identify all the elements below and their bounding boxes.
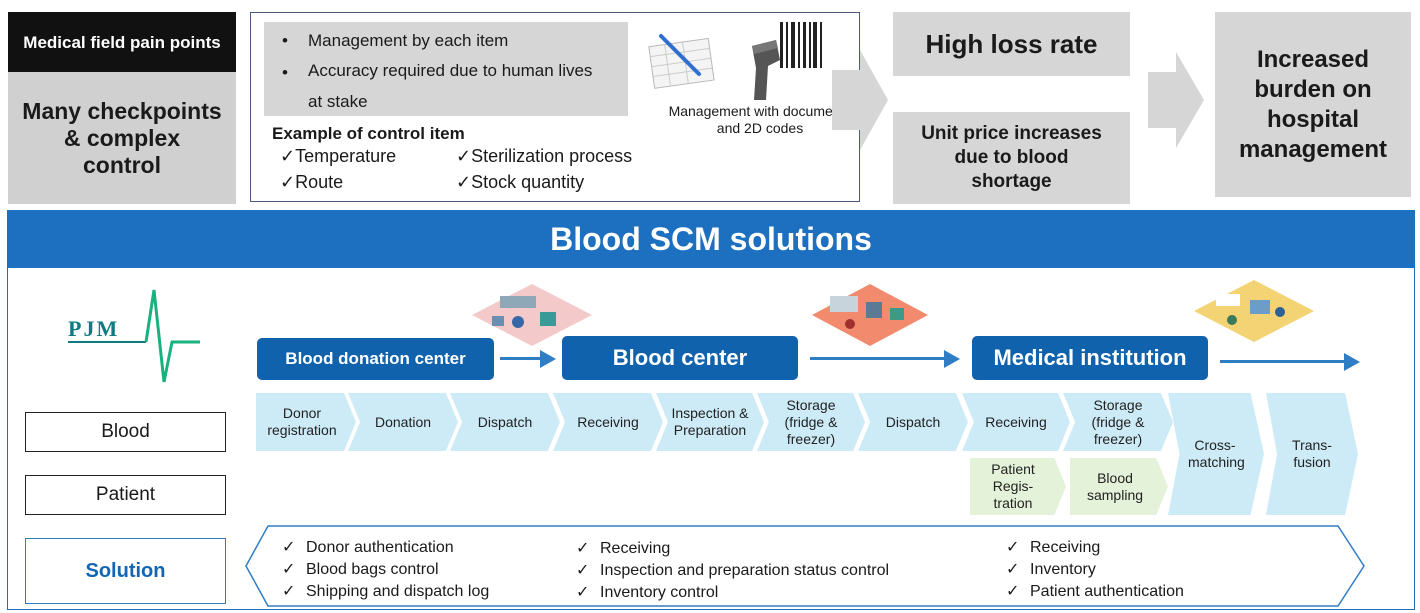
solution-item: ✓Inventory control xyxy=(576,584,719,601)
pain-points-main: Many checkpoints & complex control xyxy=(8,72,236,204)
control-item: ✓Sterilization process xyxy=(456,146,633,166)
step-dispatch: Dispatch xyxy=(858,393,968,451)
solution-item: ✓Donor authentication xyxy=(282,539,454,556)
arrow-head-icon xyxy=(540,350,556,368)
step-transfusion: Trans-fusion xyxy=(1266,393,1358,515)
step-patient-registration: Patient Regis-tration xyxy=(970,458,1066,515)
solution-item: ✓Patient authentication xyxy=(1006,583,1184,600)
row-label-patient: Patient xyxy=(25,475,226,515)
pain-points-header: Medical field pain points xyxy=(8,12,236,72)
solution-column-2: ✓Receiving ✓Inspection and preparation s… xyxy=(570,538,889,604)
management-bullets: •Management by each item •Accuracy requi… xyxy=(264,22,628,116)
step-cross-matching: Cross-matching xyxy=(1168,393,1264,515)
step-inspection-preparation: Inspection & Preparation xyxy=(656,393,764,451)
heartbeat-icon xyxy=(68,289,200,383)
solution-item: ✓Receiving xyxy=(1006,539,1101,556)
solution-item: ✓Shipping and dispatch log xyxy=(282,583,490,600)
step-storage: Storage (fridge & freezer) xyxy=(1063,393,1173,451)
high-loss-rate: High loss rate xyxy=(893,12,1130,76)
unit-price-increase: Unit price increases due to blood shorta… xyxy=(893,112,1130,204)
step-receiving: Receiving xyxy=(553,393,663,451)
step-dispatch: Dispatch xyxy=(450,393,560,451)
blood-scm-title: Blood SCM solutions xyxy=(7,210,1415,268)
step-blood-sampling: Blood sampling xyxy=(1070,458,1168,515)
grey-arrow-icon xyxy=(832,50,888,150)
row-label-solution: Solution xyxy=(25,538,226,604)
solution-item: ✓Blood bags control xyxy=(282,561,439,578)
solution-item: ✓Inspection and preparation status contr… xyxy=(576,562,890,579)
row-label-blood: Blood xyxy=(25,412,226,452)
solution-column-3: ✓Receiving ✓Inventory ✓Patient authentic… xyxy=(1000,537,1184,603)
arrow-head-icon xyxy=(944,350,960,368)
blood-center-illustration xyxy=(812,284,928,346)
stage-medical-institution: Medical institution xyxy=(972,336,1208,380)
flow-arrow xyxy=(1220,360,1348,363)
grey-arrow-icon xyxy=(1148,52,1204,148)
document-pen-icon xyxy=(648,34,715,89)
arrow-head-icon xyxy=(1344,353,1360,371)
hospital-burden: Increased burden on hospital management xyxy=(1215,12,1411,197)
solution-outline xyxy=(245,525,1365,607)
step-donation: Donation xyxy=(348,393,458,451)
solution-column-1: ✓Donor authentication ✓Blood bags contro… xyxy=(276,537,489,603)
medical-institution-illustration xyxy=(1194,280,1314,342)
control-item: ✓Stock quantity xyxy=(456,172,585,192)
donation-center-illustration xyxy=(472,284,592,346)
control-item: ✓Route xyxy=(280,172,344,192)
management-caption: Management with documents and 2D codes xyxy=(668,103,852,136)
control-item: ✓Temperature xyxy=(280,146,397,166)
step-receiving: Receiving xyxy=(962,393,1070,451)
flow-arrow xyxy=(500,357,544,360)
stage-blood-center: Blood center xyxy=(562,336,798,380)
pjm-logo: PJM xyxy=(68,316,120,341)
step-storage: Storage (fridge & freezer) xyxy=(757,393,865,451)
flow-arrow xyxy=(810,357,948,360)
example-control-title: Example of control item xyxy=(272,124,465,143)
solution-item: ✓Receiving xyxy=(576,540,671,557)
stage-blood-donation-center: Blood donation center xyxy=(257,338,494,380)
step-donor-registration: Donor registration xyxy=(256,393,356,451)
barcode-scanner-icon xyxy=(752,22,822,100)
solution-item: ✓Inventory xyxy=(1006,561,1096,578)
